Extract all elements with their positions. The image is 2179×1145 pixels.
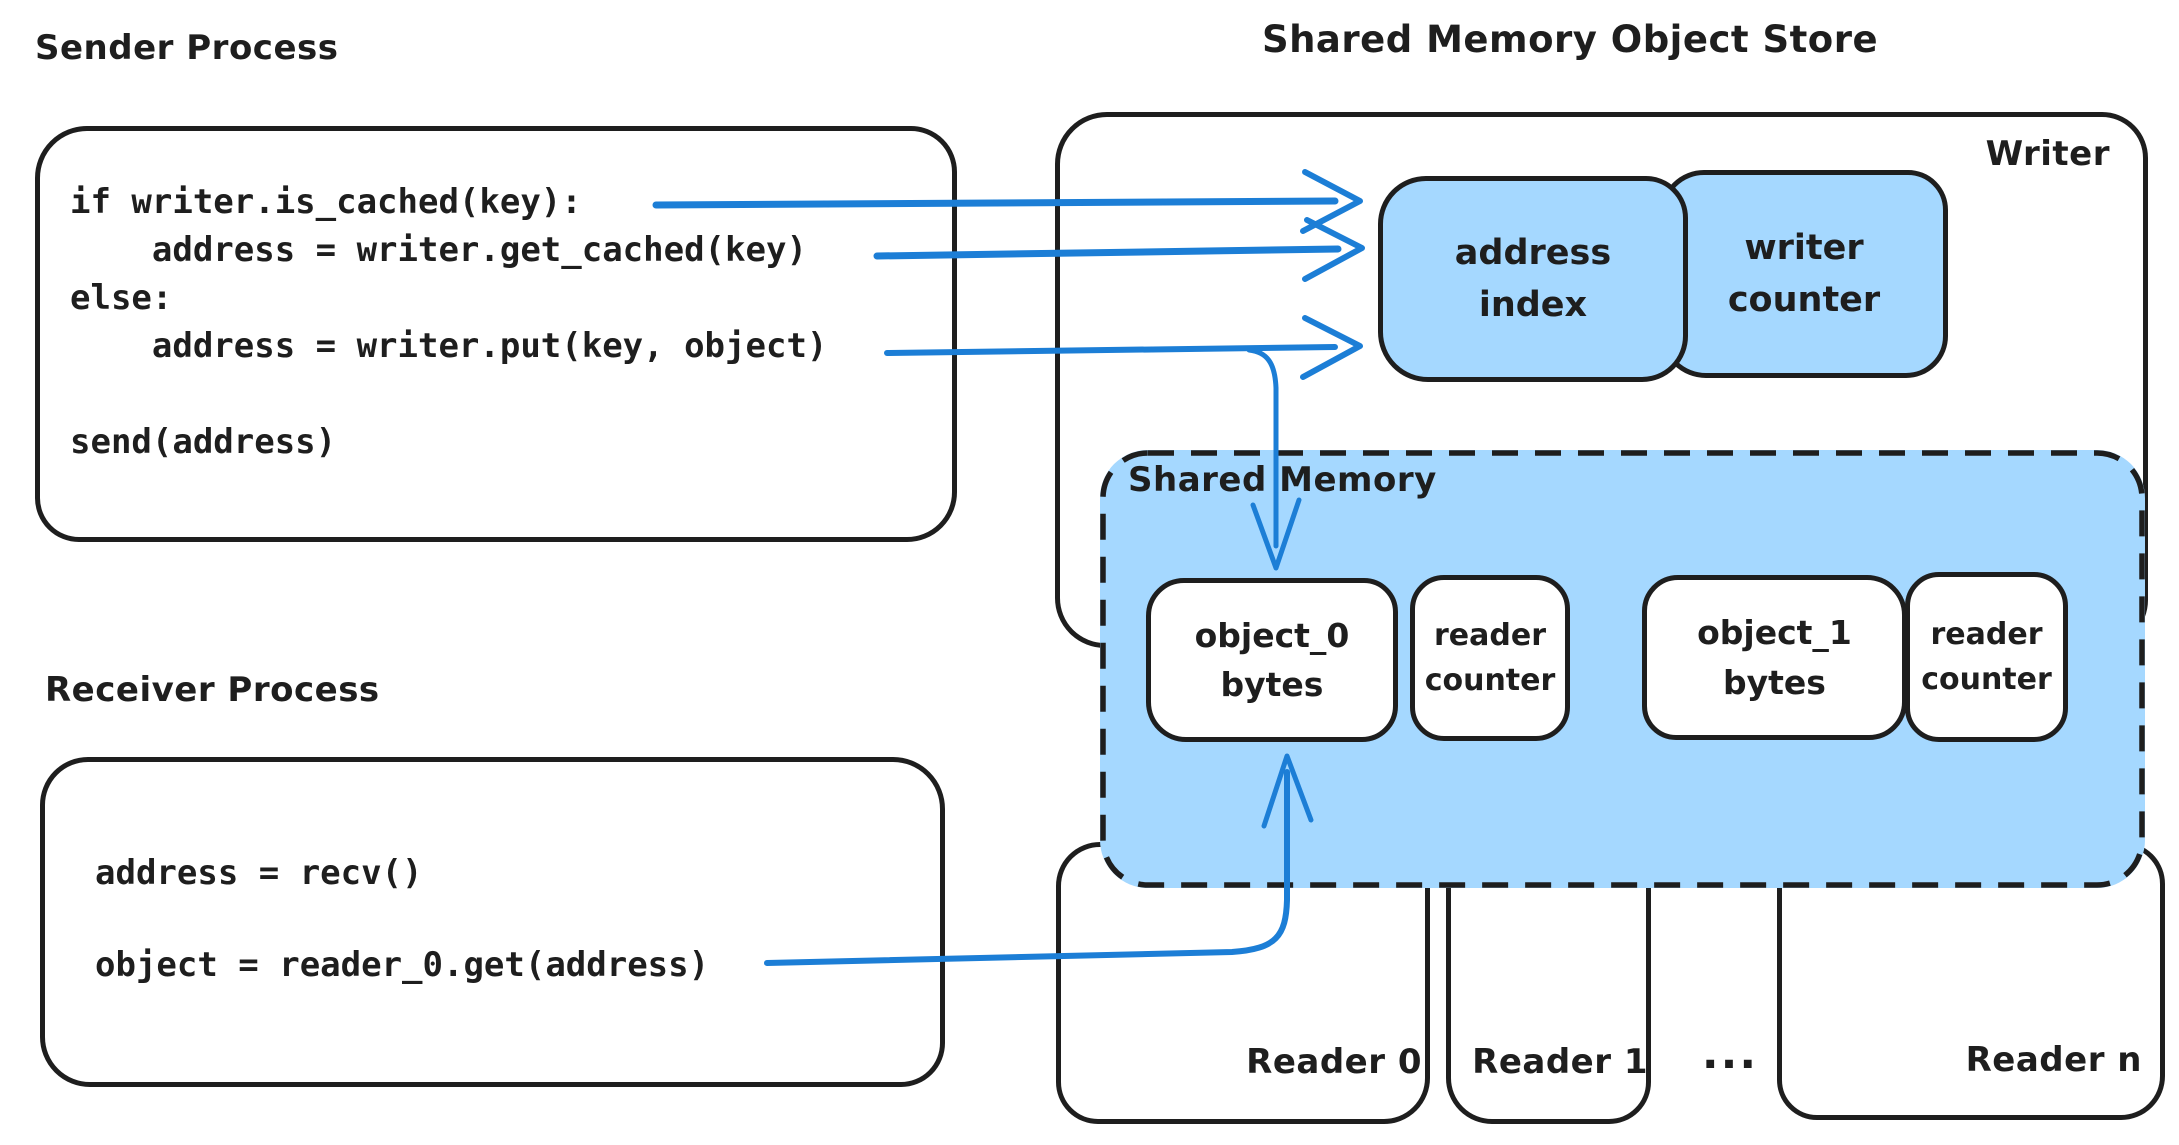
sender-process-label: Sender Process: [35, 28, 339, 68]
store-title: Shared Memory Object Store: [1261, 18, 1879, 61]
receiver-process-label: Receiver Process: [45, 670, 380, 710]
reader-n-box: [1777, 842, 2165, 1120]
sender-code-box: [35, 126, 957, 542]
writer-counter-box: writer counter: [1660, 170, 1948, 378]
writer-label: Writer: [1985, 134, 2110, 174]
shared-memory-dashed-border: [1100, 450, 2145, 888]
reader-counter-0-box: reader counter: [1410, 575, 1570, 741]
sender-code: if writer.is_cached(key): address = writ…: [70, 182, 828, 462]
reader-1-label: Reader 1: [1472, 1042, 1648, 1082]
receiver-code: address = recv() object = reader_0.get(a…: [95, 853, 710, 985]
shared-memory-label: Shared Memory: [1128, 460, 1437, 500]
object-1-box: object_1 bytes: [1642, 575, 1907, 740]
reader-n-label: Reader n: [1965, 1040, 2142, 1080]
reader-ellipsis-label: ...: [1701, 1028, 1759, 1079]
reader-0-label: Reader 0: [1246, 1042, 1422, 1082]
reader-counter-1-box: reader counter: [1905, 572, 2068, 742]
object-0-box: object_0 bytes: [1146, 578, 1398, 742]
reader-1-box: [1446, 842, 1651, 1124]
address-index-box: address index: [1378, 176, 1688, 382]
